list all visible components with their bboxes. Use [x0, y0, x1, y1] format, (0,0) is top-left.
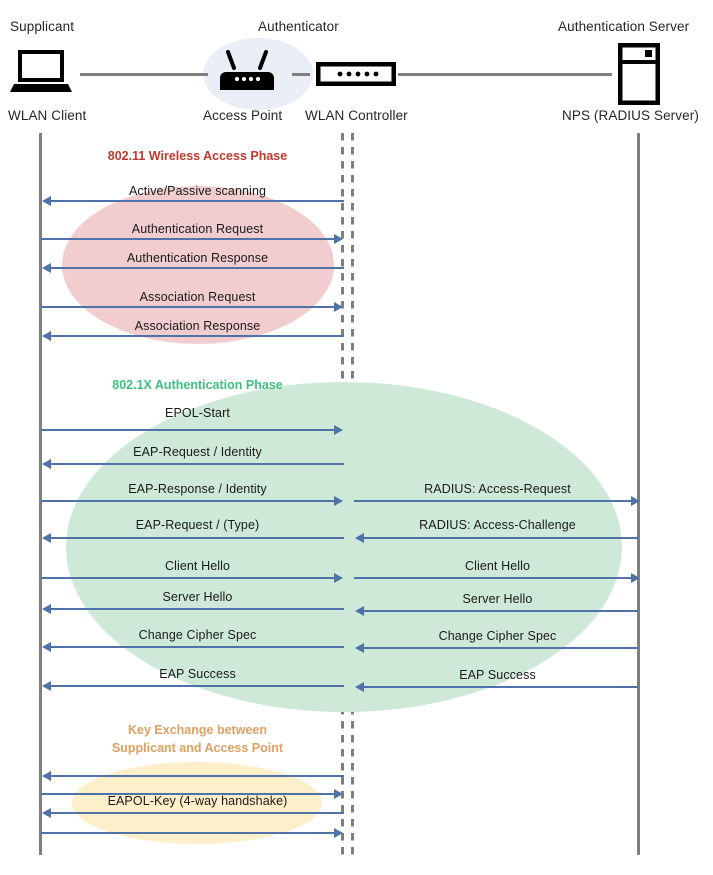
server-tower-icon: [618, 43, 660, 105]
message-arrow-association-response: [44, 335, 344, 337]
message-label-eap-response-identity: EAP-Response / Identity: [128, 482, 267, 496]
message-label-eap-success-right: EAP Success: [459, 668, 536, 682]
arrowhead-eap-success-left: [42, 681, 51, 691]
message-label-eap-request-type: EAP-Request / (Type): [135, 518, 260, 532]
message-arrow-key-exchange-1: [44, 775, 344, 777]
message-arrow-key-exchange-2: [41, 793, 341, 795]
wire-client-to-ap: [80, 73, 208, 76]
actor-role-authentication-server: Authentication Server: [558, 19, 690, 34]
message-arrow-client-hello-right: [354, 577, 638, 579]
message-arrow-eap-success-left: [44, 685, 344, 687]
arrowhead-key-exchange-1: [42, 771, 51, 781]
message-label-client-hello-left: Client Hello: [164, 559, 231, 573]
arrowhead-change-cipher-spec-left: [42, 642, 51, 652]
actor-device-wlan-client: WLAN Client: [8, 108, 87, 123]
message-arrow-radius-access-request: [354, 500, 638, 502]
message-arrow-server-hello-right: [357, 610, 638, 612]
phase-ellipse-wireless-access: [62, 186, 334, 344]
message-label-association-response: Association Response: [134, 319, 261, 333]
message-label-eapol-key-4way-handshake: EAPOL-Key (4-way handshake): [107, 794, 288, 808]
arrowhead-association-response: [42, 331, 51, 341]
phase-title-wireless-access: 802.11 Wireless Access Phase: [107, 149, 288, 163]
phase-title-key-exchange: Key Exchange between Supplicant and Acce…: [111, 723, 284, 755]
message-label-eap-success-left: EAP Success: [159, 667, 236, 681]
message-arrow-key-exchange-4: [41, 832, 341, 834]
message-label-radius-access-request: RADIUS: Access-Request: [424, 482, 571, 496]
wire-ap-to-controller: [292, 73, 310, 76]
message-arrow-epol-start: [41, 429, 341, 431]
lifeline-supplicant: [39, 133, 42, 855]
arrowhead-client-hello-left: [334, 573, 343, 583]
message-label-association-request: Association Request: [139, 290, 256, 304]
arrowhead-radius-access-challenge: [355, 533, 364, 543]
message-arrow-change-cipher-spec-left: [44, 646, 344, 648]
actor-device-nps-radius-server: NPS (RADIUS Server): [562, 108, 699, 123]
arrowhead-authentication-response: [42, 263, 51, 273]
message-arrow-radius-access-challenge: [357, 537, 638, 539]
arrowhead-key-exchange-4: [334, 828, 343, 838]
message-arrow-client-hello-left: [41, 577, 341, 579]
phase-title-dot1x-authentication: 802.1X Authentication Phase: [112, 378, 283, 392]
arrowhead-server-hello-right: [355, 606, 364, 616]
message-arrow-eap-request-identity: [44, 463, 344, 465]
message-arrow-key-exchange-3: [44, 812, 344, 814]
access-point-icon: [216, 48, 278, 94]
message-arrow-change-cipher-spec-right: [357, 647, 638, 649]
message-arrow-association-request: [41, 306, 341, 308]
arrowhead-eap-request-identity: [42, 459, 51, 469]
laptop-icon: [10, 50, 72, 94]
arrowhead-epol-start: [334, 425, 343, 435]
message-label-client-hello-right: Client Hello: [464, 559, 531, 573]
message-label-authentication-response: Authentication Response: [126, 251, 269, 265]
message-arrow-server-hello-left: [44, 608, 344, 610]
message-label-authentication-request: Authentication Request: [131, 222, 264, 236]
arrowhead-active-passive-scanning: [42, 196, 51, 206]
arrowhead-server-hello-left: [42, 604, 51, 614]
arrowhead-change-cipher-spec-right: [355, 643, 364, 653]
message-label-server-hello-right: Server Hello: [462, 592, 533, 606]
actor-device-wlan-controller: WLAN Controller: [305, 108, 408, 123]
actor-device-access-point: Access Point: [203, 108, 283, 123]
message-label-server-hello-left: Server Hello: [162, 590, 233, 604]
arrowhead-eap-response-identity: [334, 496, 343, 506]
arrowhead-authentication-request: [334, 234, 343, 244]
arrowhead-association-request: [334, 302, 343, 312]
message-arrow-authentication-response: [44, 267, 344, 269]
arrowhead-key-exchange-3: [42, 808, 51, 818]
arrowhead-key-exchange-2: [334, 789, 343, 799]
message-label-radius-access-challenge: RADIUS: Access-Challenge: [419, 518, 576, 532]
message-arrow-active-passive-scanning: [44, 200, 344, 202]
wlan-controller-icon: [316, 62, 396, 86]
message-label-active-passive-scanning: Active/Passive scanning: [128, 184, 267, 198]
actor-role-authenticator: Authenticator: [258, 19, 339, 34]
arrowhead-radius-access-request: [631, 496, 640, 506]
message-arrow-eap-response-identity: [41, 500, 341, 502]
message-label-epol-start: EPOL-Start: [165, 406, 230, 420]
message-arrow-eap-request-type: [44, 537, 344, 539]
message-arrow-authentication-request: [41, 238, 341, 240]
message-label-change-cipher-spec-left: Change Cipher Spec: [138, 628, 257, 642]
arrowhead-client-hello-right: [631, 573, 640, 583]
message-label-change-cipher-spec-right: Change Cipher Spec: [438, 629, 557, 643]
phase-ellipse-dot1x-authentication: [66, 382, 622, 712]
wire-controller-to-server: [398, 73, 612, 76]
message-label-eap-request-identity: EAP-Request / Identity: [133, 445, 262, 459]
lifeline-authentication-server: [637, 133, 640, 855]
actor-role-supplicant: Supplicant: [10, 19, 75, 34]
arrowhead-eap-success-right: [355, 682, 364, 692]
message-arrow-eap-success-right: [357, 686, 638, 688]
arrowhead-eap-request-type: [42, 533, 51, 543]
